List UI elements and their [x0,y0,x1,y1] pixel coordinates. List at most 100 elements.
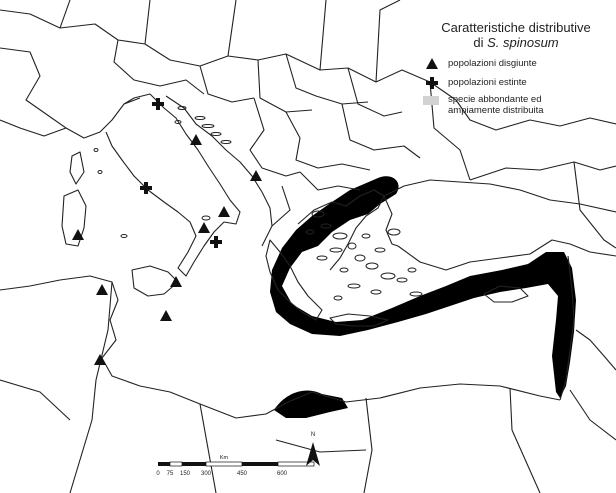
island-outline [210,132,222,136]
island-crete [329,313,389,327]
border-line [261,185,291,247]
border-line [455,99,616,131]
island-outline [339,267,349,273]
border-line [509,387,541,493]
border-line [285,53,369,105]
island-outline [365,262,379,270]
legend-item-label: popolazioni disgiunte [448,58,537,69]
border-line [573,161,616,249]
legend-species-name: S. spinosum [487,35,559,50]
island-sicily [131,265,179,297]
scale-tick-label: 300 [201,471,212,477]
island-outline [370,289,382,295]
island-corsica [69,151,85,185]
cross-icon [426,77,438,89]
border-line [429,81,471,181]
border-line [144,0,151,45]
island-outline [347,242,357,250]
north-label: N [311,432,315,438]
island-outline [311,210,325,218]
border-line [199,65,255,103]
scale-tick-label: 0 [156,471,160,477]
border-line [575,329,616,371]
legend-item-disjunct: popolazioni disgiunte [412,58,612,69]
legend-item-extinct: popolazioni estinte [412,77,612,89]
island-outline [97,170,103,174]
disjunct-population-triangle [160,310,172,321]
island-outline [329,247,343,253]
border-line [347,67,403,117]
legend-item-label-line1: specie abbondante ed [448,94,542,105]
island-outline [374,247,386,253]
island-outline [354,254,366,262]
coastline-north-africa [0,275,561,419]
legend-title: Caratteristiche distributive di S. spino… [420,20,612,50]
disjunct-population-triangle [94,354,106,365]
coastline-greece [265,239,323,321]
island-outline [387,228,401,236]
island-outline [332,232,348,240]
island-outline [407,267,417,273]
scale-tick-label: 75 [167,471,174,477]
island-outline [380,272,396,280]
island-outline [333,295,343,301]
coastline-turkey-south [397,239,616,271]
border-line [275,439,367,453]
border-line [199,403,217,493]
scale-segment [158,462,170,466]
scale-segment [242,462,278,466]
disjunct-population-triangle [198,222,210,233]
disjunct-population-triangle [96,284,108,295]
scale-segment [205,461,243,467]
disjunct-population-triangle [72,229,84,240]
disjunct-population-markers [72,134,262,365]
island-outline [305,229,315,235]
border-line [319,0,327,71]
disjunct-population-triangle [250,170,262,181]
island-outline [194,116,206,120]
border-line [285,111,371,171]
border-line [257,59,313,113]
map-legend: Caratteristiche distributive di S. spino… [412,20,612,116]
border-line [249,97,301,177]
coastline-adriatic-east [165,95,273,227]
legend-item-label: popolazioni estinte [448,77,527,88]
scale-segment [169,461,183,467]
border-line [59,0,71,29]
island-outline [201,215,211,221]
border-line [227,0,237,57]
island-outline [201,124,215,128]
scale-tick-label: 450 [237,471,248,477]
extinct-population-cross [140,182,152,194]
island-outline [361,233,371,239]
north-arrow-icon: N [306,432,320,466]
coastline-turkey-west [383,195,399,247]
disjunct-population-triangle [170,276,182,287]
scale-segment [277,461,315,467]
border-line [569,389,616,441]
island-outline [316,255,328,261]
island-outline [177,106,187,110]
coastline-italy [105,93,241,277]
scale-tick-label: 600 [277,471,288,477]
legend-title-prefix: di [473,35,488,50]
legend-title-line2: di S. spinosum [420,35,612,50]
island-outline [409,291,423,297]
island-outline [220,140,232,144]
distribution-area-libya [274,390,348,418]
legend-item-abundant: specie abbondante ed ampiamente distribu… [412,94,612,116]
extinct-population-cross [210,236,222,248]
small-islands [93,106,423,301]
disjunct-population-triangle [190,134,202,145]
border-line [0,379,71,421]
border-line [469,161,616,181]
extinct-population-cross [152,98,164,110]
scale-bar: Km 0 75 150 300 450 600 [156,455,315,477]
coastline-france [0,97,141,139]
triangle-icon [426,58,438,69]
scale-segment [182,462,206,466]
scale-tick-label: 150 [180,471,191,477]
coastline-levant [559,255,575,401]
